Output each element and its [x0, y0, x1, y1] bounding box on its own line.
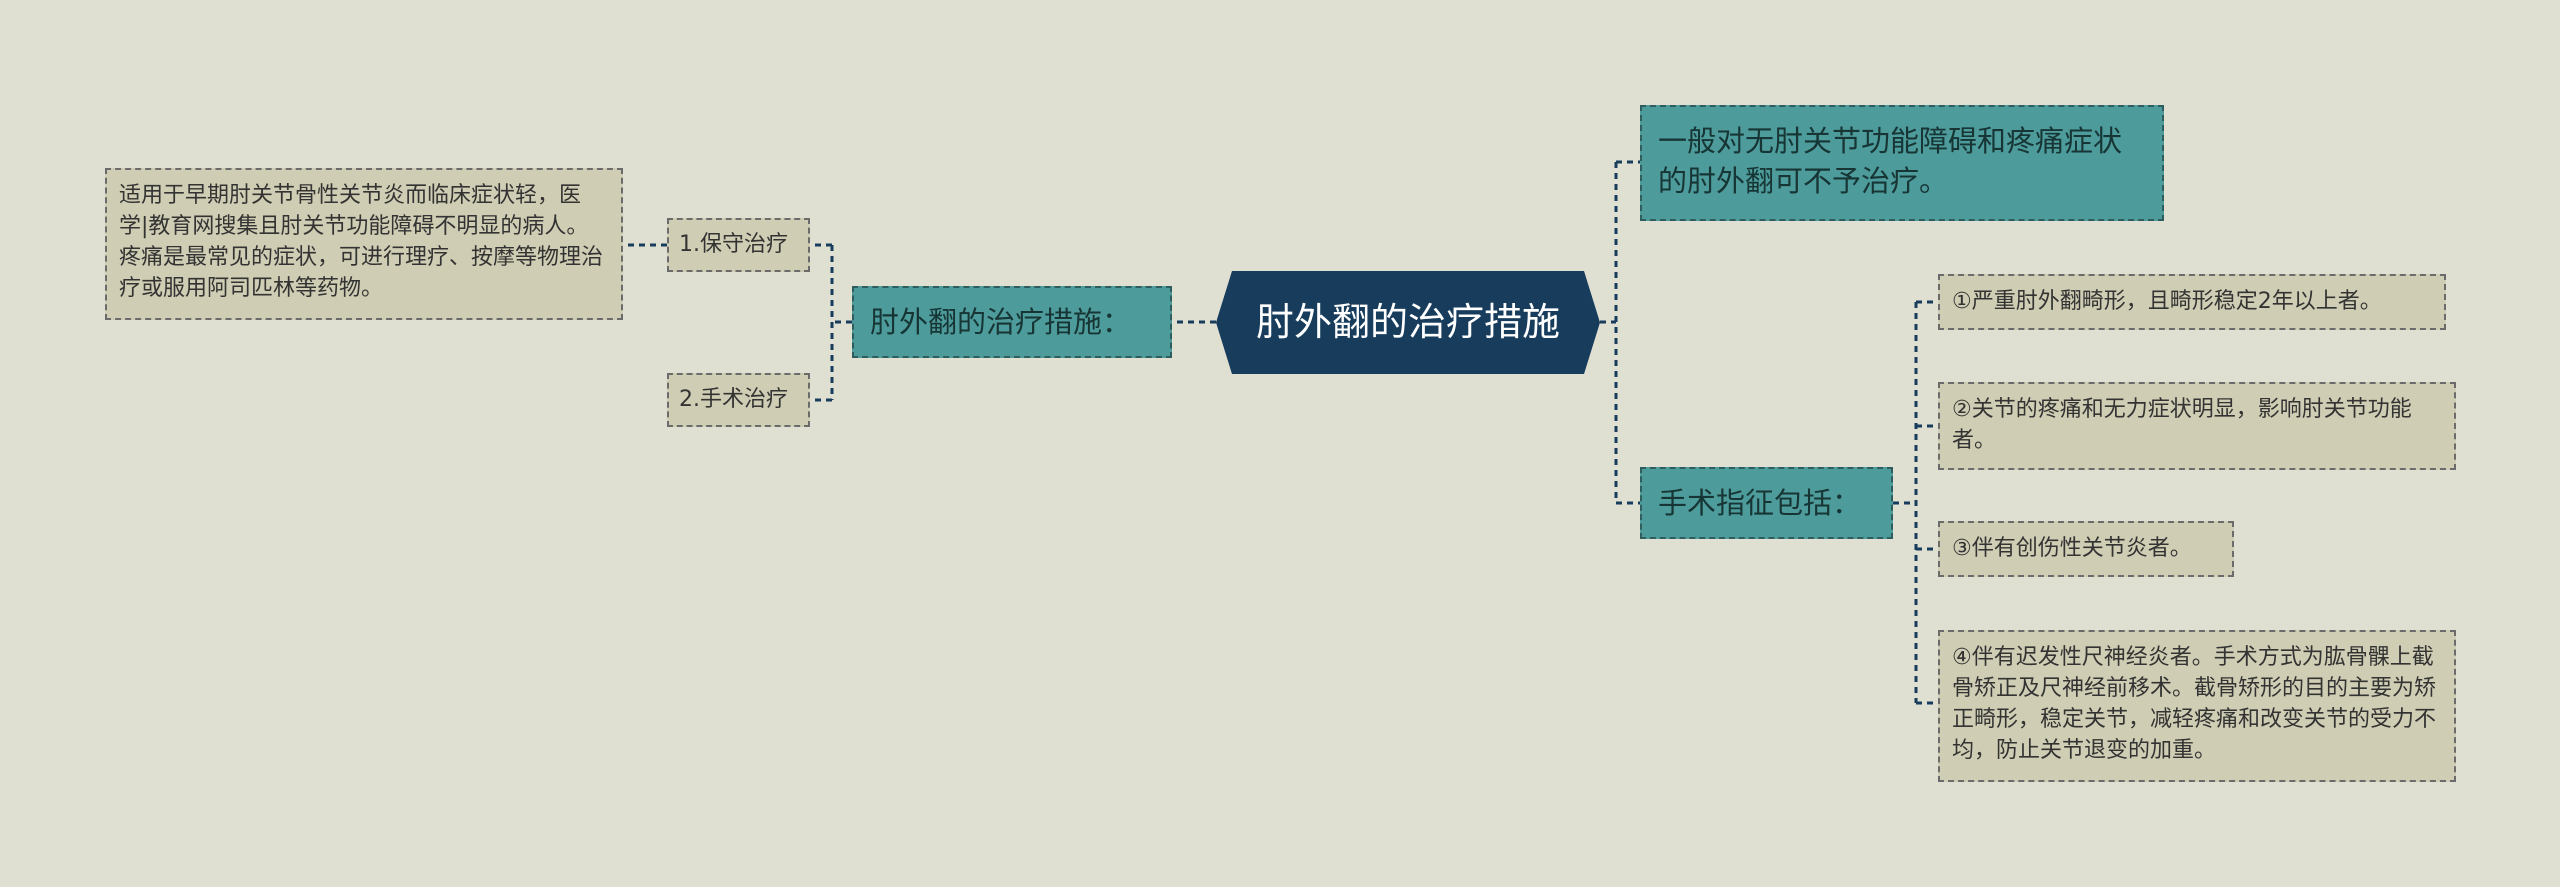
conservative-treatment-node[interactable]: 1.保守治疗 [667, 218, 810, 272]
no-treatment-label: 一般对无肘关节功能障碍和疼痛症状的肘外翻可不予治疗。 [1658, 124, 2123, 198]
no-treatment-node[interactable]: 一般对无肘关节功能障碍和疼痛症状的肘外翻可不予治疗。 [1640, 105, 2164, 221]
indication-3-label: ③伴有创伤性关节炎者。 [1952, 536, 2192, 561]
indication-1-node[interactable]: ①严重肘外翻畸形，且畸形稳定2年以上者。 [1938, 274, 2446, 330]
connector-root-right [1600, 160, 1640, 505]
surgical-treatment-node[interactable]: 2.手术治疗 [667, 373, 810, 427]
indication-1-label: ①严重肘外翻畸形，且畸形稳定2年以上者。 [1952, 289, 2382, 314]
left-branch-label: 肘外翻的治疗措施： [870, 305, 1132, 339]
root-node-label: 肘外翻的治疗措施 [1255, 300, 1560, 344]
surgical-treatment-label: 2.手术治疗 [679, 387, 788, 412]
conservative-treatment-label: 1.保守治疗 [679, 232, 788, 257]
indication-2-node[interactable]: ②关节的疼痛和无力症状明显，影响肘关节功能者。 [1938, 382, 2456, 470]
indication-2-label: ②关节的疼痛和无力症状明显，影响肘关节功能者。 [1952, 397, 2412, 453]
conservative-treatment-detail: 适用于早期肘关节骨性关节炎而临床症状轻，医学|教育网搜集且肘关节功能障碍不明显的… [105, 168, 623, 320]
indication-4-label: ④伴有迟发性尺神经炎者。手术方式为肱骨髁上截骨矫正及尺神经前移术。截骨矫形的目的… [1952, 645, 2437, 763]
indication-3-node[interactable]: ③伴有创伤性关节炎者。 [1938, 521, 2234, 577]
root-node-shape [1216, 271, 1600, 374]
connector-left-children [810, 243, 852, 402]
conservative-treatment-detail-text: 适用于早期肘关节骨性关节炎而临床症状轻，医学|教育网搜集且肘关节功能障碍不明显的… [119, 183, 604, 301]
surgical-indications-node[interactable]: 手术指征包括： [1640, 467, 1893, 539]
indication-4-node[interactable]: ④伴有迟发性尺神经炎者。手术方式为肱骨髁上截骨矫正及尺神经前移术。截骨矫形的目的… [1938, 630, 2456, 782]
root-node[interactable]: 肘外翻的治疗措施 [1216, 271, 1600, 374]
connector-indications-children [1893, 300, 1938, 705]
surgical-indications-label: 手术指征包括： [1658, 486, 1862, 520]
left-branch-node[interactable]: 肘外翻的治疗措施： [852, 286, 1172, 358]
